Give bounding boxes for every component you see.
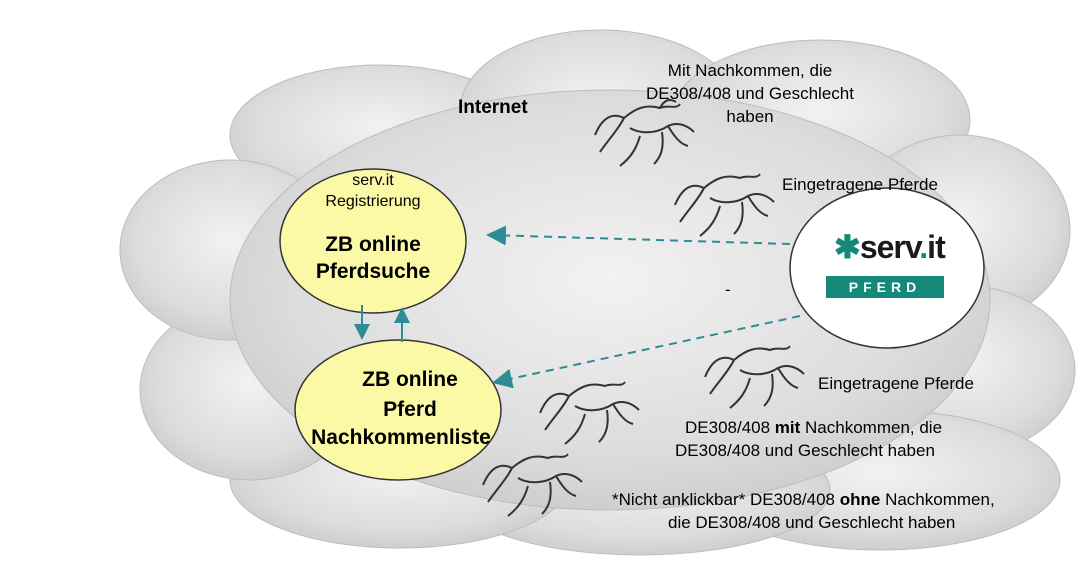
horse-icon-3 [704, 345, 805, 409]
servit-circle [789, 187, 985, 349]
top-registered-label: Eingetragene Pferde [782, 175, 938, 194]
ellipse-bottom-line3: Nachkommenliste [311, 426, 491, 449]
horse-icon-2 [674, 173, 775, 237]
without-bold: ohne [839, 490, 881, 509]
with-prefix: DE308/408 [685, 418, 775, 437]
ellipse-top-line1: serv.it [352, 172, 394, 189]
top-group-line1: Mit Nachkommen, die [667, 61, 833, 80]
logo-word: ✱serv.it [834, 228, 946, 266]
without-offspring-line1: *Nicht anklickbar* DE308/408 ohne Nachko… [612, 489, 995, 511]
ellipse-top-line4: Pferdsuche [315, 260, 431, 283]
without-offspring-line2: die DE308/408 und Geschlecht haben [668, 513, 956, 532]
servit-pferd-logo: ✱serv.it PFERD [826, 228, 946, 300]
ellipse-bottom-line1: ZB online [362, 368, 458, 391]
horse-icon-4 [539, 381, 640, 445]
without-suffix: Nachkommen, [880, 490, 995, 509]
without-prefix: *Nicht anklickbar* DE308/408 [612, 490, 840, 509]
internet-title: Internet [458, 97, 528, 118]
top-group-line2: DE308/408 und Geschlecht [646, 84, 854, 103]
with-bold: mit [774, 418, 801, 437]
arrow-to-nachkommenliste [492, 315, 801, 389]
ellipse-top-line2: Registrierung [325, 193, 421, 210]
logo-figure-icon: ✱ [834, 229, 861, 265]
logo-band: PFERD [826, 276, 944, 298]
with-suffix: Nachkommen, die [800, 418, 943, 437]
logo-word-suffix: it [927, 229, 946, 265]
ellipse-top-line3: ZB online [325, 233, 421, 256]
with-offspring-line1: DE308/408 mit Nachkommen, die [685, 417, 942, 439]
logo-word-prefix: serv [859, 229, 920, 265]
horse-icon-5 [482, 453, 583, 517]
dash-mark: - [725, 280, 731, 299]
top-group-line3: haben [726, 107, 774, 126]
horse-icon-1 [594, 99, 695, 167]
ellipse-bottom-line2: Pferd [383, 398, 437, 421]
logo-word-dot: . [919, 229, 928, 265]
bottom-registered-label: Eingetragene Pferde [818, 374, 974, 393]
with-offspring-line2: DE308/408 und Geschlecht haben [675, 441, 935, 460]
ellipse-nachkommenliste [294, 339, 502, 481]
ellipse-pferdsuche [279, 168, 467, 314]
